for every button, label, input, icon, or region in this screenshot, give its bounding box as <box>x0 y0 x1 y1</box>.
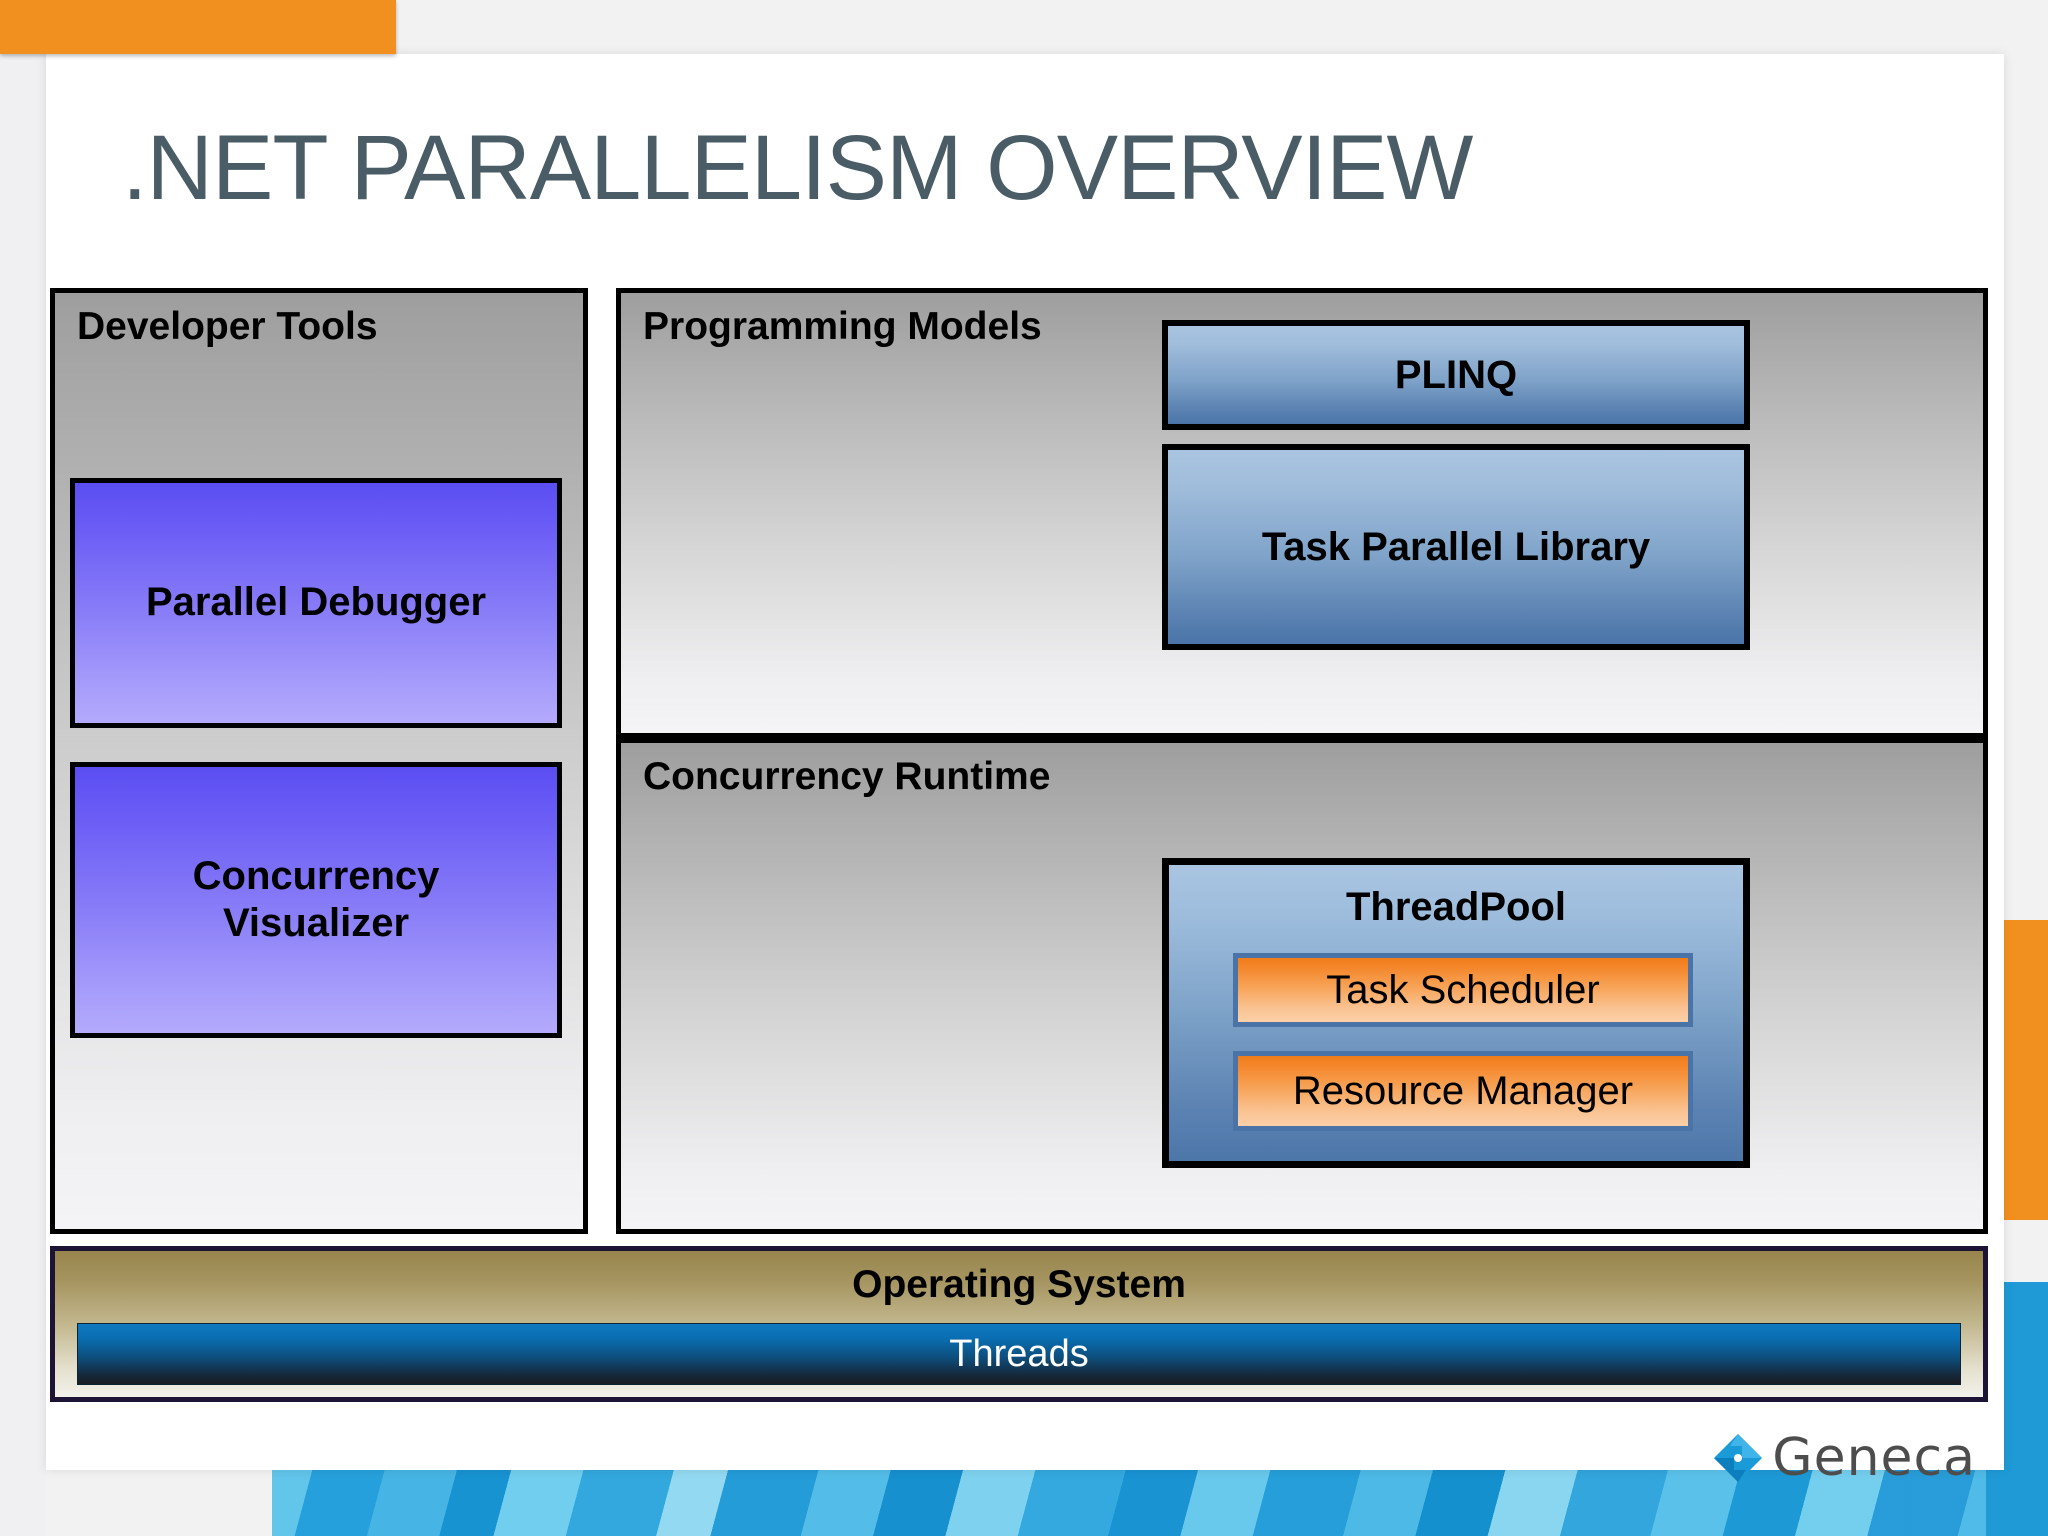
geneca-logo: Geneca <box>1712 1428 1976 1488</box>
task-parallel-library-box[interactable]: Task Parallel Library <box>1162 444 1750 650</box>
concurrency-visualizer-label-line2: Visualizer <box>222 901 410 945</box>
geneca-diamond-icon <box>1712 1432 1764 1484</box>
developer-tools-label: Developer Tools <box>77 305 378 348</box>
parallel-debugger-label: Parallel Debugger <box>145 580 487 625</box>
plinq-label: PLINQ <box>1394 352 1518 397</box>
operating-system-label: Operating System <box>852 1263 1186 1306</box>
task-scheduler-label: Task Scheduler <box>1326 967 1600 1012</box>
task-parallel-library-label: Task Parallel Library <box>1261 524 1651 569</box>
operating-system-panel: Operating System Threads <box>50 1246 1988 1402</box>
threadpool-label: ThreadPool <box>1345 885 1567 929</box>
task-scheduler-box[interactable]: Task Scheduler <box>1233 953 1693 1027</box>
concurrency-visualizer-label-line1: Concurrency <box>192 853 440 898</box>
geneca-wordmark: Geneca <box>1772 1428 1976 1488</box>
developer-tools-panel: Developer Tools <box>50 288 588 1234</box>
programming-models-label: Programming Models <box>643 305 1042 348</box>
parallel-debugger-box[interactable]: Parallel Debugger <box>70 478 562 728</box>
plinq-box[interactable]: PLINQ <box>1162 320 1750 430</box>
threadpool-box[interactable]: ThreadPool Task Scheduler Resource Manag… <box>1162 858 1750 1168</box>
resource-manager-box[interactable]: Resource Manager <box>1233 1051 1693 1131</box>
page-title: .NET PARALLELISM OVERVIEW <box>122 117 1473 219</box>
threads-bar[interactable]: Threads <box>77 1323 1961 1385</box>
concurrency-runtime-label: Concurrency Runtime <box>643 755 1051 798</box>
left-edge-strip <box>0 0 46 1536</box>
threads-label: Threads <box>949 1332 1089 1375</box>
resource-manager-label: Resource Manager <box>1292 1068 1634 1113</box>
concurrency-visualizer-box[interactable]: Concurrency Visualizer <box>70 762 562 1038</box>
top-orange-accent-bar <box>0 0 396 54</box>
